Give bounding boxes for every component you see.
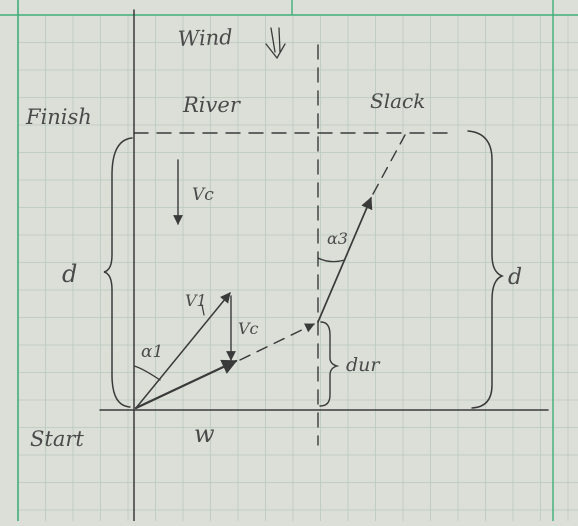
angle-arc-alpha1 <box>133 365 161 381</box>
v1-subscript-stroke <box>201 304 205 316</box>
wind-arrow-shaft-left <box>270 27 276 53</box>
angle-arc-alpha3 <box>317 257 346 263</box>
dur-label: dur <box>346 354 381 376</box>
v1-label: V1 <box>185 291 207 310</box>
alpha3-label: α3 <box>327 229 348 248</box>
left-brace-d <box>103 137 133 408</box>
start-label: Start <box>30 427 84 451</box>
finish-label: Finish <box>25 105 92 129</box>
right-brace-d <box>467 130 505 409</box>
vc-small-label: Vc <box>238 319 259 338</box>
slack-dashed-extension <box>372 134 406 195</box>
river-label: River <box>182 93 242 117</box>
d-right-label: d <box>508 265 522 290</box>
wind-arrow-head <box>265 43 286 60</box>
d-left-label: d <box>62 260 77 288</box>
resultant-dashed-extension <box>239 323 315 361</box>
v1-velocity-arrow <box>135 292 231 409</box>
resultant-velocity-arrow <box>134 359 238 410</box>
width-label: w <box>194 420 215 448</box>
alpha1-label: α1 <box>141 342 163 362</box>
wind-label: Wind <box>177 25 233 51</box>
dur-brace <box>319 321 340 407</box>
vc-river-label: Vc <box>192 185 214 205</box>
slack-label: Slack <box>370 89 425 113</box>
graph-paper-grid <box>18 15 578 521</box>
wind-arrow-shaft-right <box>278 27 281 53</box>
